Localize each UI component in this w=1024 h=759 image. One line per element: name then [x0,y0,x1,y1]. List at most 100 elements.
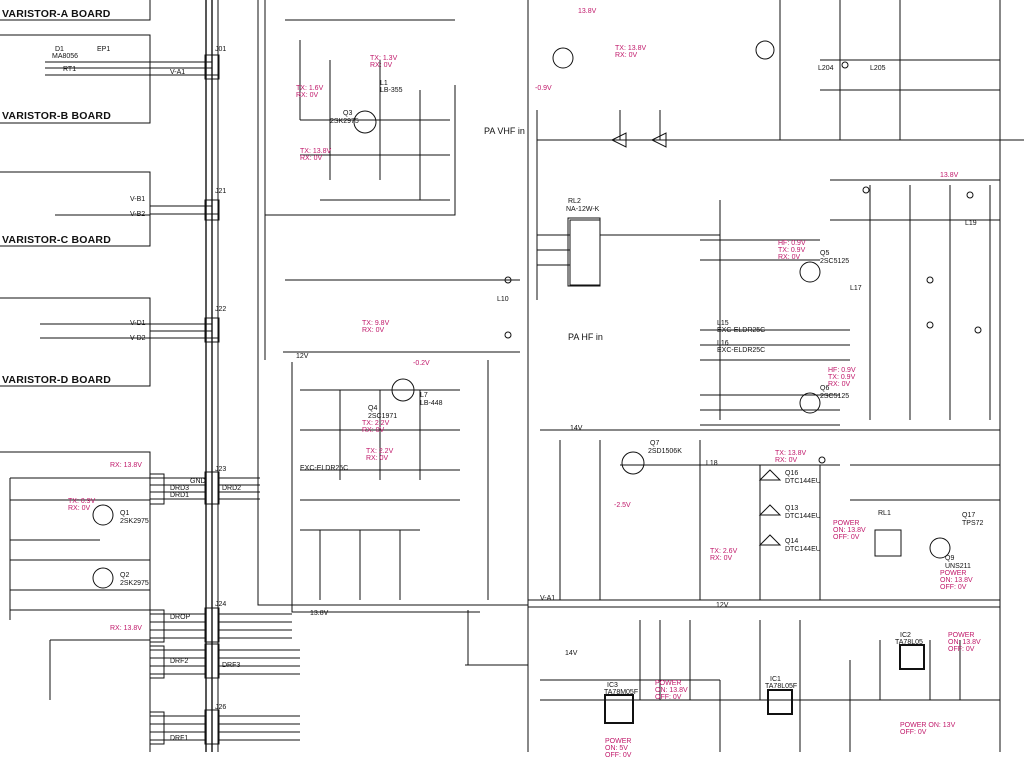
label-l1: L1 [380,80,388,87]
label-j21: J21 [215,188,227,195]
connector-j21 [204,199,220,221]
label-q5-type: 2SC5125 [820,258,850,265]
annotation-a9: TX: 13.8V RX: 0V [615,45,647,59]
board-title-d: VARISTOR-D BOARD [2,374,111,386]
label-j26: J26 [215,704,227,711]
net-v-d2: V-D2 [130,335,146,342]
board-b-frame [0,34,151,124]
label-j23: J23 [215,466,227,473]
label-ic3-type: TA78M05F [604,689,639,696]
transistor-q7 [621,451,645,475]
symbol-group [92,40,982,745]
board-title-c: VARISTOR-C BOARD [2,234,111,246]
relay-rl1 [874,529,902,557]
label-d1: D1 [55,46,64,53]
connector-j26 [204,709,220,745]
ic3-box [604,694,634,724]
label-rt1: RT1 [63,66,77,73]
net-v-a1-bottom: V-A1 [540,595,556,602]
test-point-cp5 [966,191,974,199]
annotation-a4: TX: 2.2V RX: 0V [362,420,390,434]
transistor-q1 [92,504,114,526]
board-c-frame [0,171,151,247]
annotation-a6: RX: 13.8V [110,462,142,469]
label-ep1: EP1 [97,46,111,53]
relay-rl2 [567,217,601,287]
board-title-b: VARISTOR-B BOARD [2,110,111,122]
label-pa-hf-in: PA HF in [568,332,603,342]
label-q9: Q9 [945,555,955,562]
label-q1: Q1 [120,510,130,517]
annotation-a16: POWER ON: 13.8V OFF: 0V [948,632,981,653]
test-point-cp9 [974,326,982,334]
transistor-q8 [552,47,574,69]
annotation-a25: TX: 2.6V RX: 0V [710,548,738,562]
annotation-a3: TX: 9.8V RX: 0V [362,320,390,334]
label-q16-type: DTC144EU [785,478,821,485]
bottom-left-frame [0,451,151,752]
label-q4-type: 2SC1971 [368,413,398,420]
label-exc1: EXC-ELDR25C [300,465,349,472]
label-q17-type: TPS72 [962,520,984,527]
label-j01: J01 [215,46,227,53]
net-drop: DROP [170,614,191,621]
label-ic3: IC3 [607,682,618,689]
label-q14-type: DTC144EU [785,546,821,553]
annotation-a18: POWER ON: 13V OFF: 0V [900,722,956,736]
label-l10: L10 [497,296,509,303]
transistor-q9 [755,40,775,60]
annotation-a22: 13.8V [940,172,959,179]
annotation-a11: HF: 0.9V TX: 0.9V RX: 0V [828,367,856,388]
label-l7: L7 [420,392,428,399]
label-j24: J24 [215,601,227,608]
label-q16: Q16 [785,470,799,477]
buffer-q12 [610,132,627,148]
annotation-a21: -0.2V [413,360,430,367]
label-ic2: IC2 [900,632,911,639]
transistor-q9b [929,537,951,559]
label-exc2: EXC-ELDR25C [717,327,766,334]
transistor-q6 [799,392,821,414]
transistor-q5 [799,261,821,283]
annotation-a13: POWER ON: 13.8V OFF: 0V [655,680,688,701]
label-q2-type: 2SK2975 [120,580,149,587]
net-v-a1: V-A1 [170,69,186,76]
label-l205: L205 [870,65,886,72]
label-q17: Q17 [962,512,976,519]
board-a-frame [0,0,151,21]
label-l7-type: LB-448 [420,400,443,407]
connector-j02 [149,609,165,643]
annotation-a24: TX: 1.3V RX: 0V [370,55,398,69]
label-l15: L15 [717,320,729,327]
label-rl2-type: NA-12W-K [566,206,600,213]
test-point-cp3 [841,61,849,69]
label-q13-type: DTC144EU [785,513,821,520]
connector-j28 [204,643,220,679]
net-drf1: DRF1 [170,735,189,742]
connector-j24 [204,607,220,643]
net-gnd: GND [190,478,206,485]
net-drd2: DRD2 [222,485,242,492]
label-q3: Q3 [343,110,353,117]
label-q6-type: 2SC5125 [820,393,850,400]
annotation-a5: TX: 2.2V RX: 0V [366,448,394,462]
label-q4: Q4 [368,405,378,412]
digital-transistor-q14 [758,534,782,546]
test-point-cp1 [504,276,512,284]
annotation-a10: HF: 0.9V TX: 0.9V RX: 0V [778,240,806,261]
digital-transistor-q13 [758,504,782,516]
label-q13: Q13 [785,505,799,512]
label-l1-type: LB-355 [380,87,403,94]
net-12v: 12V [296,353,309,360]
label-q14: Q14 [785,538,799,545]
buffer-q11 [650,132,667,148]
test-point-cp2 [504,331,512,339]
label-rl1: RL1 [878,510,891,517]
annotation-a19: 13.8V [578,8,597,15]
label-q6: Q6 [820,385,830,392]
test-point-cp7 [926,321,934,329]
net-v-b1: V-B1 [130,196,146,203]
